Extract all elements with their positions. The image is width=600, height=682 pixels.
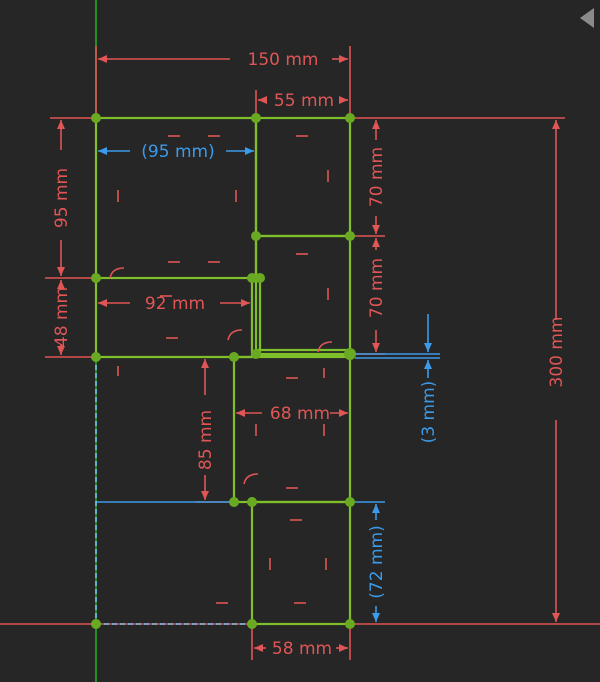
dimension-bottom-height-ref[interactable]: (72 mm) (367, 504, 387, 622)
dimension-label: 300 mm (547, 317, 567, 388)
dimension-label: (95 mm) (141, 142, 214, 162)
dimension-mid-row-width[interactable]: 92 mm (98, 294, 250, 314)
dimension-label: 70 mm (367, 258, 387, 318)
dimension-total-width[interactable]: 150 mm (98, 50, 348, 70)
dimension-label: (3 mm) (419, 381, 439, 444)
dimension-label: 58 mm (272, 639, 332, 659)
dimension-label: 150 mm (248, 50, 319, 70)
dimension-label: 92 mm (145, 294, 205, 314)
sketch-geometry[interactable] (94, 116, 352, 626)
dimension-label: 68 mm (270, 404, 330, 424)
dimension-top-left-width-ref[interactable]: (95 mm) (98, 142, 254, 162)
dimension-left-top-height[interactable]: 95 mm (52, 120, 72, 276)
constraint-glyphs (109, 135, 333, 604)
dimension-label: 95 mm (52, 168, 72, 228)
dimension-top-right-width[interactable]: 55 mm (258, 91, 348, 111)
dimension-right-top-height[interactable]: 70 mm (367, 120, 387, 234)
dimension-bottom-width[interactable]: 58 mm (254, 639, 348, 659)
dimension-label: 55 mm (274, 91, 334, 111)
dimension-label: 48 mm (52, 287, 72, 347)
dimension-total-height[interactable]: 300 mm (547, 120, 567, 622)
constraint-points[interactable] (91, 113, 356, 629)
dimension-gap-ref[interactable]: (3 mm) (419, 314, 439, 443)
dimension-left-small-height[interactable]: 48 mm (52, 280, 72, 355)
dimension-label: 70 mm (367, 147, 387, 207)
dimension-center-height[interactable]: 85 mm (196, 359, 216, 500)
dimension-right-mid-height[interactable]: 70 mm (367, 238, 387, 352)
dimension-label: 85 mm (196, 410, 216, 470)
dimension-label: (72 mm) (367, 525, 387, 598)
collapse-panel-icon[interactable] (580, 8, 594, 28)
dimension-center-width[interactable]: 68 mm (236, 404, 348, 424)
